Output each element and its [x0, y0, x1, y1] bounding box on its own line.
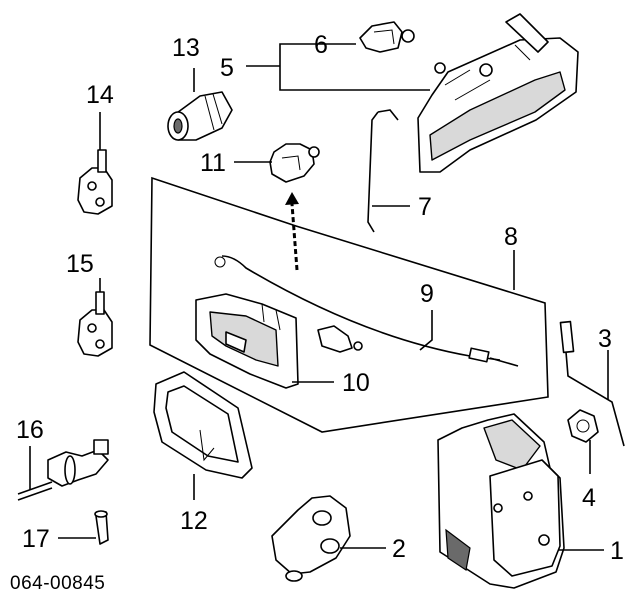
callout-17: 17	[22, 525, 50, 553]
callout-13: 13	[172, 34, 200, 62]
diagram-code: 064-00845	[10, 573, 105, 594]
callout-10: 10	[342, 369, 370, 397]
callout-12: 12	[180, 507, 208, 535]
callout-9: 9	[420, 280, 434, 308]
door-hinge-lower-part	[77, 291, 113, 357]
callout-5: 5	[220, 54, 234, 82]
callout-1: 1	[610, 537, 624, 565]
actuator-clip-part	[567, 409, 599, 443]
door-striker-part	[271, 495, 351, 582]
outside-handle-part	[417, 13, 579, 173]
leader-lines	[29, 43, 609, 551]
inside-handle-part	[195, 293, 363, 389]
lock-cylinder-part	[167, 91, 233, 141]
assembly-arrow	[285, 192, 299, 271]
kit-outline	[149, 176, 549, 433]
door-hinge-upper-part	[77, 149, 113, 215]
callout-11: 11	[200, 149, 226, 177]
callout-7: 7	[418, 193, 432, 221]
callout-16: 16	[16, 416, 44, 444]
callout-4: 4	[582, 484, 596, 512]
pin-part	[94, 510, 109, 545]
callout-2: 2	[392, 535, 406, 563]
release-cable-part	[214, 255, 519, 367]
handle-bezel-part	[153, 371, 253, 479]
handle-clip-part	[359, 21, 415, 53]
lock-knob-part	[17, 439, 109, 501]
rod-clip-part	[269, 143, 320, 183]
latch-rod-part	[559, 320, 625, 447]
lock-rod-part	[367, 109, 399, 233]
door-latch-part	[437, 413, 565, 589]
callout-8: 8	[504, 223, 518, 251]
callout-3: 3	[598, 325, 612, 353]
callout-6: 6	[314, 31, 328, 59]
callout-14: 14	[86, 81, 114, 109]
callout-15: 15	[66, 250, 94, 278]
